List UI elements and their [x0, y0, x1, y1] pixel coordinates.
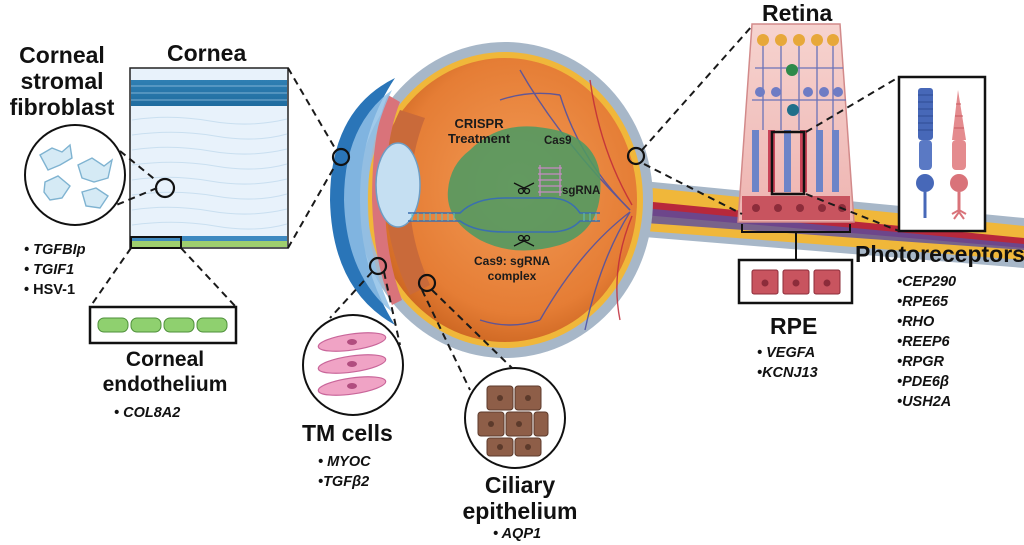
retina-panel [737, 23, 855, 260]
bipolar-cell-layer [755, 87, 843, 97]
label-corneal-endothelium: Corneal endothelium [102, 348, 228, 396]
rpe-box [737, 258, 854, 305]
photoreceptor-cone-icon [950, 90, 968, 220]
label-corneal-stromal-fibroblast: Corneal stromal fibroblast [9, 42, 115, 120]
genes-endothelium: • COL8A2 [114, 405, 181, 421]
cornea-epithelium-texture [131, 85, 287, 101]
label-cas9: Cas9 [544, 135, 572, 147]
cell-icon [39, 143, 114, 209]
label-crispr-treatment: CRISPR Treatment [448, 116, 511, 146]
genes-rpe: • VEGFA •KCNJ13 [757, 345, 818, 381]
photoreceptor-rod-icon [916, 88, 934, 218]
cornea-panel [129, 67, 289, 249]
label-cornea: Cornea [167, 40, 247, 66]
magnifier-circle-icon [368, 256, 388, 276]
genes-ciliary: • AQP1 [493, 526, 542, 542]
dna-rungs [411, 213, 597, 221]
fibroblast-circle [24, 124, 126, 226]
sgrna-strand [538, 165, 562, 196]
endothelium-box [88, 305, 238, 345]
scissors-icon [513, 182, 535, 195]
tm-cells-circle [302, 314, 404, 416]
label-cas9-sgrna-complex: Cas9: sgRNA complex [474, 254, 551, 283]
genes-tm-cells: • MYOC •TGFβ2 [318, 454, 371, 490]
eye-cross-section [330, 42, 1024, 358]
genes-fibroblast: • TGFBIp • TGIF1 • HSV-1 [24, 242, 86, 298]
photoreceptor-box [897, 75, 987, 233]
magnifier-circle-icon [626, 146, 646, 166]
label-retina: Retina [762, 0, 833, 26]
label-ciliary-epithelium: Ciliary epithelium [462, 472, 578, 524]
photoreceptor-zoom-box [770, 130, 806, 196]
dna-duplex [408, 197, 600, 233]
label-photoreceptors: Photoreceptors [855, 241, 1024, 267]
cell-icon [477, 385, 549, 457]
retina-neuron-processes [752, 46, 846, 130]
label-tm-cells: TM cells [302, 420, 393, 446]
cornea-stroma-texture [131, 116, 288, 230]
genes-photoreceptors: •CEP290 •RPE65 •RHO •REEP6 •RPGR •PDE6β … [897, 274, 957, 410]
magnifier-circle-icon [417, 273, 437, 293]
endothelium-zoom-box [130, 236, 182, 249]
ciliary-circle [464, 367, 566, 469]
magnifier-circle-icon [331, 147, 351, 167]
label-sgrna: sgRNA [562, 185, 601, 197]
ganglion-cell-layer [757, 34, 839, 46]
dashed-connectors [89, 25, 900, 391]
label-rpe: RPE [770, 313, 818, 339]
scissors-icon [513, 234, 535, 247]
